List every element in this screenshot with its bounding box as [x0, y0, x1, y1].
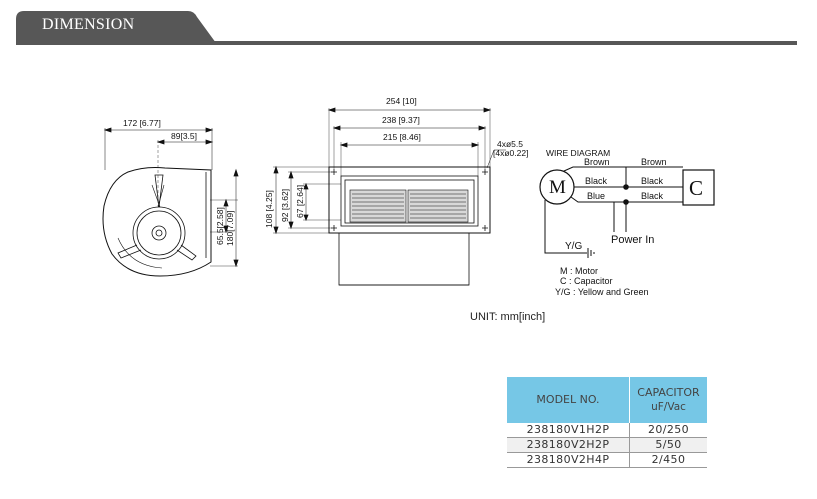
wire-diagram [539, 166, 715, 258]
side-view [102, 127, 239, 277]
wire-brown-right: Brown [641, 157, 667, 167]
table-row: 238180V1H2P 20/250 [507, 423, 707, 438]
dim-front-h1: 108 [4.25] [264, 190, 274, 228]
model-cell: 238180V1H2P [507, 423, 630, 438]
dim-side-h2: 180[7.09] [225, 211, 235, 246]
col-capacitor-header: CAPACITOR uF/Vac [629, 377, 707, 423]
header-tab [16, 11, 218, 43]
table-row: 238180V2H2P 5/50 [507, 437, 707, 453]
legend-yg: Y/G : Yellow and Green [555, 287, 649, 297]
front-view [273, 107, 506, 286]
capacitor-cell: 20/250 [629, 423, 707, 438]
unit-note: UNIT: mm[inch] [470, 311, 546, 323]
legend-motor: M : Motor [560, 266, 598, 276]
model-cell: 238180V2H2P [507, 437, 630, 453]
dim-holes-b: [4xø0.22] [493, 148, 528, 158]
dim-holes-a: 4xø5.5 [497, 139, 523, 149]
dim-side-h1: 65.5[2.58] [215, 207, 225, 245]
wire-black-left: Black [585, 176, 608, 186]
col-capacitor-title: CAPACITOR [637, 386, 700, 399]
spec-table: MODEL NO. CAPACITOR uF/Vac 238180V1H2P 2… [507, 377, 707, 468]
section-title: DIMENSION [42, 16, 135, 33]
capacitor-label: C [689, 176, 703, 200]
legend-capacitor: C : Capacitor [560, 276, 613, 286]
wire-brown-left: Brown [584, 157, 610, 167]
wire-black-right: Black [641, 176, 664, 186]
table-row: 238180V2H4P 2/450 [507, 452, 707, 468]
capacitor-cell: 2/450 [629, 452, 707, 468]
col-model-header: MODEL NO. [507, 377, 630, 423]
col-capacitor-unit: uF/Vac [651, 401, 686, 413]
wire-diagram-title: WIRE DIAGRAM [546, 148, 610, 158]
wire-blue: Blue [587, 191, 605, 201]
dim-side-width: 172 [6.77] [123, 118, 161, 128]
dim-front-h3: 67 [2.64] [295, 185, 305, 218]
capacitor-cell: 5/50 [629, 437, 707, 453]
dim-front-h2: 92 [3.62] [280, 189, 290, 222]
header-underline [16, 41, 797, 45]
model-cell: 238180V2H4P [507, 452, 630, 468]
wire-black-cap: Black [641, 191, 664, 201]
ground-label: Y/G [565, 241, 582, 252]
dim-front-w1: 254 [10] [386, 96, 417, 106]
dim-side-center: 89[3.5] [171, 131, 197, 141]
dim-front-w3: 215 [8.46] [383, 132, 421, 142]
power-in-label: Power In [611, 234, 654, 246]
motor-label: M [549, 177, 566, 198]
dim-front-w2: 238 [9.37] [382, 115, 420, 125]
